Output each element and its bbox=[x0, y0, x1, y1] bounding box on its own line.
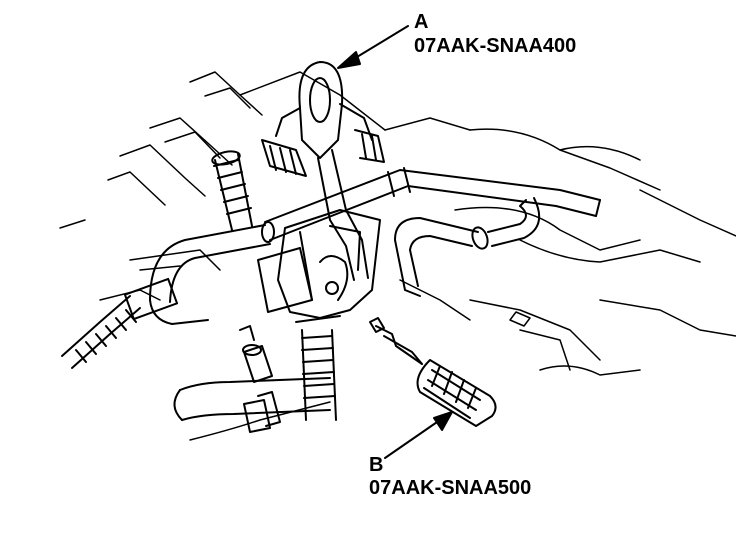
wiring-harness-left bbox=[61, 277, 179, 369]
callout-a-letter: A bbox=[414, 11, 429, 33]
arrowhead-a bbox=[337, 51, 361, 69]
metal-pipe bbox=[261, 167, 601, 243]
hose-fitting-upper bbox=[261, 129, 385, 177]
support-column bbox=[295, 315, 341, 421]
callout-a-part-number: 07AAK-SNAA400 bbox=[414, 35, 577, 57]
coolant-hoses bbox=[149, 150, 541, 433]
arrowhead-b bbox=[433, 411, 453, 431]
callout-b-part-number: 07AAK-SNAA500 bbox=[369, 477, 532, 499]
background-engine-structure bbox=[59, 71, 736, 441]
callout-b-letter: B bbox=[369, 454, 384, 476]
bracket-housing bbox=[257, 209, 381, 319]
tool-b-handle bbox=[369, 317, 497, 427]
leader-line-b bbox=[384, 419, 441, 459]
leader-line-a bbox=[351, 25, 409, 61]
tool-a-hook bbox=[275, 61, 373, 281]
callout-leaders bbox=[337, 25, 453, 459]
bolt bbox=[239, 325, 273, 383]
